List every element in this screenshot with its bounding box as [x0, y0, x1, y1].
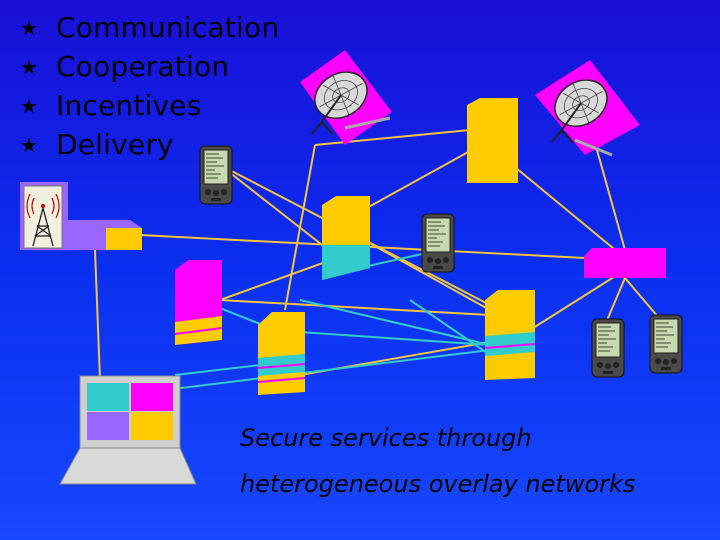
bullet-list: ★Communication ★Cooperation ★Incentives …	[20, 8, 279, 164]
link	[529, 269, 626, 331]
satellite-dish-icon	[535, 60, 640, 157]
server-icon	[257, 312, 306, 395]
link	[219, 164, 336, 256]
router-icon	[68, 220, 142, 250]
satellite-dish-icon	[300, 50, 392, 145]
link	[299, 299, 491, 346]
bullet-item: ★ Delivery	[20, 125, 279, 164]
link	[314, 129, 471, 146]
bullet-label: Communication	[56, 11, 280, 44]
pda-icon	[199, 145, 233, 205]
server-icon	[467, 98, 518, 183]
caption-line: Secure services through	[240, 424, 532, 452]
star-bullet-icon: ★	[20, 15, 39, 40]
star-bullet-icon: ★	[20, 54, 39, 79]
link	[604, 277, 626, 326]
server-icon	[484, 290, 536, 380]
star-bullet-icon: ★	[20, 132, 39, 157]
star-bullet-icon: ★	[20, 93, 39, 118]
pda-icon	[591, 318, 625, 378]
bullet-item: ★ Communication	[20, 8, 279, 47]
radio-tower-icon	[20, 182, 68, 250]
router-icon	[584, 248, 666, 278]
link	[174, 364, 261, 376]
bullet-item: ★ Cooperation	[20, 47, 279, 86]
pda-icon	[649, 314, 683, 374]
bullet-label: Cooperation	[56, 50, 230, 83]
pda-icon	[421, 213, 455, 273]
link	[94, 249, 101, 381]
link	[269, 329, 491, 346]
caption-line: heterogeneous overlay networks	[240, 470, 636, 498]
link	[219, 299, 491, 316]
bullet-item: ★ Incentives	[20, 86, 279, 125]
server-icon	[322, 196, 370, 280]
link	[164, 349, 491, 391]
laptop-icon	[59, 375, 197, 485]
bullet-label: Delivery	[56, 128, 174, 161]
server-icon	[174, 260, 223, 345]
bullet-label: Incentives	[56, 89, 202, 122]
link	[409, 299, 491, 356]
